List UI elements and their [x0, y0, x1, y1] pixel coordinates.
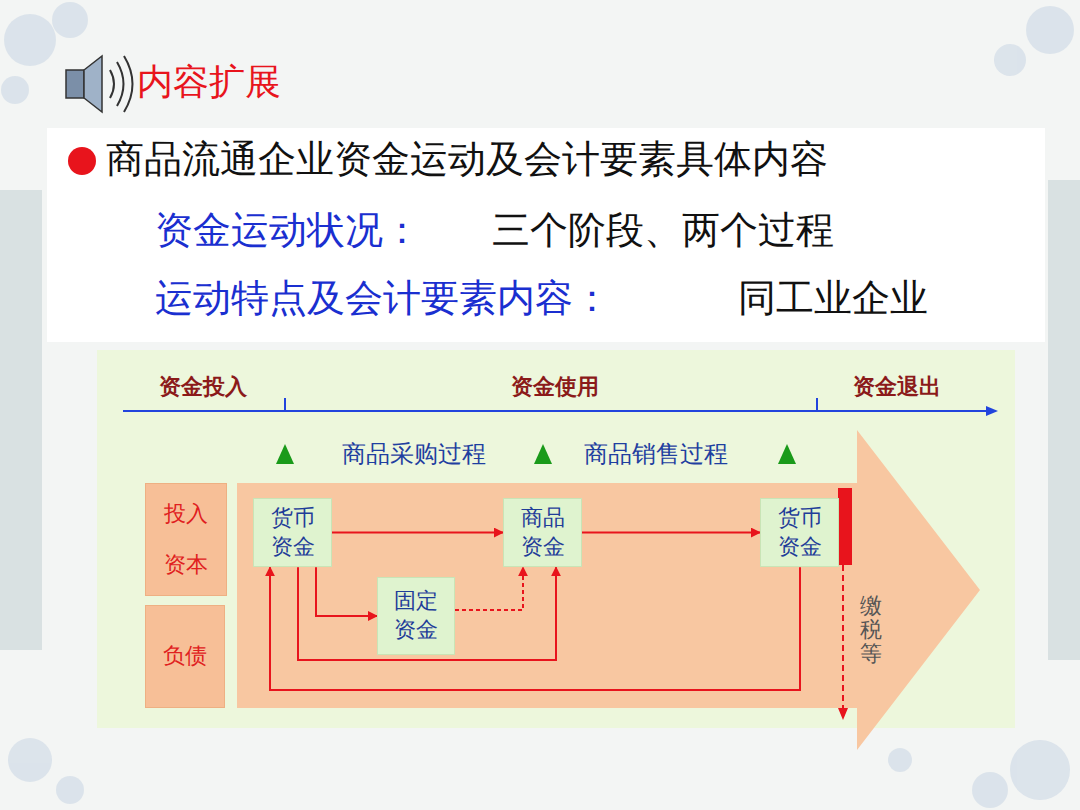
box-label: 固定 资金 [383, 587, 449, 644]
heading-line: 商品流通企业资金运动及会计要素具体内容 [106, 137, 828, 183]
phase-label: 资金投入 [159, 374, 247, 400]
capital-box: 投入 资本 [145, 483, 227, 596]
flow-arrow-band [237, 430, 980, 750]
text-panel [47, 128, 1045, 342]
tax-outflow-arrowhead [838, 708, 848, 720]
fund-box: 固定 资金 [377, 577, 455, 655]
flow-arrow [298, 567, 556, 660]
side-strip [1048, 180, 1080, 660]
box-label: 货币 资金 [766, 504, 833, 561]
phase-label: 资金退出 [853, 374, 941, 400]
process-label: 商品销售过程 [584, 440, 728, 469]
flow-arrow [582, 532, 760, 534]
fund-box: 货币 资金 [253, 498, 332, 567]
topic-detail: 三个阶段、两个过程 [492, 208, 834, 254]
bullet [68, 147, 96, 175]
topic-detail: 同工业企业 [738, 276, 928, 322]
phase-label: 资金使用 [511, 374, 599, 400]
flow-arrow [270, 567, 800, 690]
timeline [123, 398, 998, 416]
fund-box: 货币 资金 [760, 498, 839, 567]
dashed-flow-arrow [455, 567, 523, 610]
speaker-icon [66, 56, 133, 112]
fund-box: 商品 资金 [503, 498, 582, 567]
topic-term: 资金运动状况： [155, 208, 421, 254]
tax-bar [838, 488, 852, 565]
slide-title: 内容扩展 [137, 60, 281, 103]
box-label: 负债 [163, 631, 207, 682]
process-label: 商品采购过程 [342, 440, 486, 469]
side-strip [0, 190, 42, 650]
tax-outflow-line [842, 565, 844, 708]
box-label: 商品 资金 [509, 504, 576, 561]
tax-note: 缴税等 [860, 594, 882, 667]
flow-arrow [332, 532, 503, 534]
topic-term: 运动特点及会计要素内容： [155, 276, 611, 322]
box-label: 货币 资金 [259, 504, 326, 561]
liability-box: 负债 [145, 605, 225, 708]
flow-arrow [316, 567, 377, 616]
box-label: 投入 资本 [151, 489, 221, 590]
